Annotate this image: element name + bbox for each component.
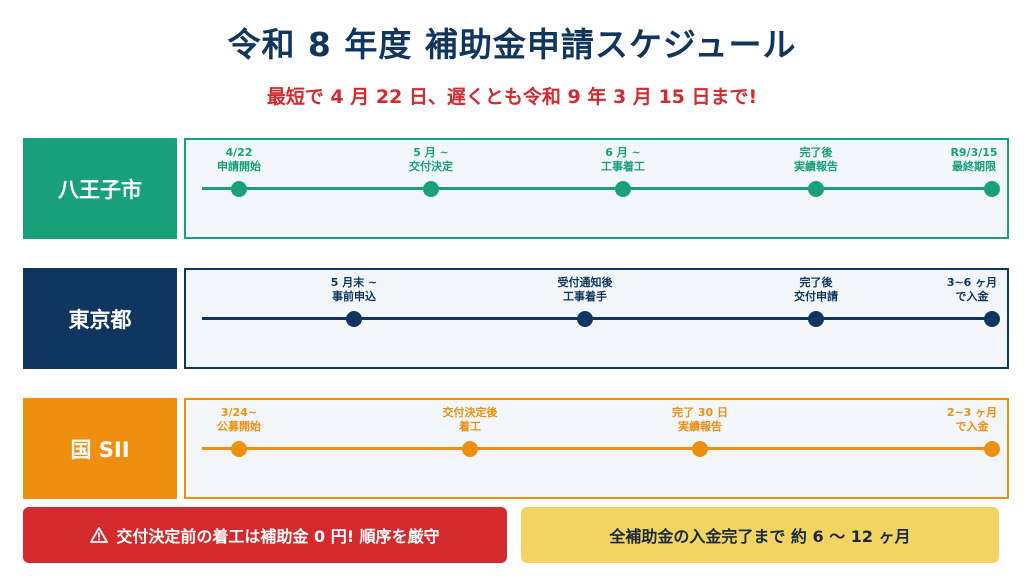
milestone-node [984, 441, 1000, 457]
timeline-row-sii: 国 SII 3/24~公募開始 交付決定後着工 完了 30 日実績報告 2~3 … [23, 398, 1009, 499]
row-label-tokyo: 東京都 [23, 268, 177, 369]
milestone-node [462, 441, 478, 457]
milestone-node [984, 181, 1000, 197]
milestone-label: 6 月 ~工事着工 [601, 146, 645, 173]
milestone-label: 完了後実績報告 [794, 146, 838, 173]
timeline-panel-tokyo: 5 月末 ~事前申込 受付通知後工事着手 完了後交付申請 3~6 ヶ月で入金 [184, 268, 1009, 369]
warning-text: 交付決定前の着工は補助金 0 円! 順序を厳守 [116, 527, 440, 546]
warning-triangle-icon [90, 527, 109, 543]
milestone-node [808, 311, 824, 327]
timeline-panel-sii: 3/24~公募開始 交付決定後着工 完了 30 日実績報告 2~3 ヶ月で入金 [184, 398, 1009, 499]
info-banner: 全補助金の入金完了まで 約 6 〜 12 ヶ月 [521, 507, 999, 563]
milestone-label: 交付決定後着工 [442, 406, 498, 433]
milestone-node [692, 441, 708, 457]
row-label-sii: 国 SII [23, 398, 177, 499]
milestone-label: 5 月 ~交付決定 [409, 146, 453, 173]
milestone-label: 3/24~公募開始 [217, 406, 261, 433]
milestone-label: 5 月末 ~事前申込 [330, 276, 378, 303]
milestone-label: 受付通知後工事着手 [557, 276, 613, 303]
milestone-label: 完了 30 日実績報告 [672, 406, 728, 433]
milestone-node [423, 181, 439, 197]
timeline-line [202, 447, 997, 450]
row-label-hachioji: 八王子市 [23, 138, 177, 239]
milestone-node [615, 181, 631, 197]
milestone-node [231, 441, 247, 457]
milestone-label: 完了後交付申請 [794, 276, 838, 303]
warning-banner: 交付決定前の着工は補助金 0 円! 順序を厳守 [23, 507, 507, 563]
milestone-node [808, 181, 824, 197]
milestone-node [577, 311, 593, 327]
info-text: 全補助金の入金完了まで 約 6 〜 12 ヶ月 [609, 527, 911, 546]
milestone-node [231, 181, 247, 197]
milestone-node [346, 311, 362, 327]
page-subtitle: 最短で 4 月 22 日、遅くとも令和 9 年 3 月 15 日まで! [266, 86, 758, 108]
timeline-line [202, 317, 997, 320]
milestone-node [984, 311, 1000, 327]
timeline-row-tokyo: 東京都 5 月末 ~事前申込 受付通知後工事着手 完了後交付申請 3~6 ヶ月で… [23, 268, 1009, 369]
milestone-label: 3~6 ヶ月で入金 [946, 276, 998, 303]
page-title: 令和 8 年度 補助金申請スケジュール [227, 25, 797, 64]
timeline-line [202, 187, 997, 190]
milestone-label: 2~3 ヶ月で入金 [946, 406, 998, 433]
